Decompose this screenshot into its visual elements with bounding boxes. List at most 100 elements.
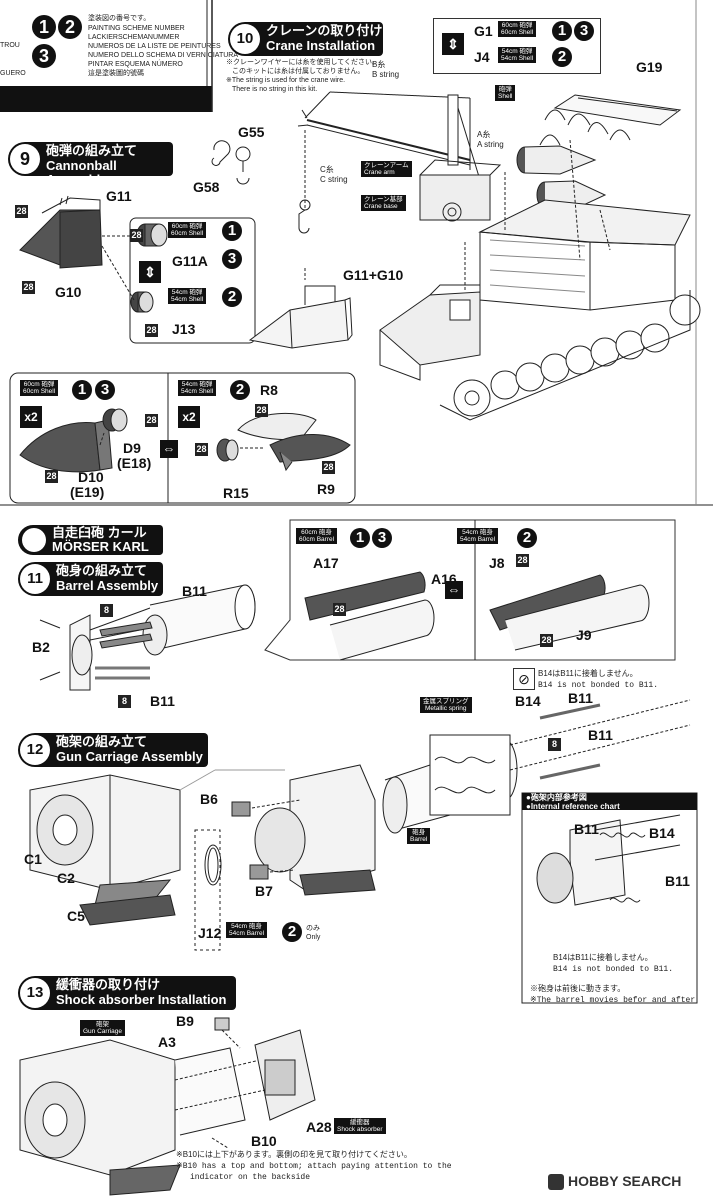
only-en: Only: [306, 934, 321, 941]
step12-title-en: Gun Carriage Assembly: [56, 749, 203, 764]
step10-note2: ※The string is used for the crane wire.: [226, 77, 346, 84]
step12-title-jp: 砲架の組み立て: [56, 734, 148, 749]
label-b9: B9: [176, 1013, 194, 1029]
paint-8-icon: 8: [548, 738, 561, 751]
scheme-line-4: PINTAR ESQUEMA NÚMERO: [88, 61, 183, 68]
b-string-jp: B糸: [372, 60, 386, 69]
paint-28-icon: 28: [322, 461, 335, 474]
scheme-2-icon: 2: [282, 922, 302, 942]
label-j12: J12: [198, 925, 222, 941]
step10-number: 10: [230, 24, 260, 54]
karl-jp: 自走臼砲 カール: [52, 525, 147, 540]
ref-note-en: B14 is not bonded to B11.: [553, 965, 674, 974]
step11-title-jp: 砲身の組み立て: [56, 563, 148, 578]
c-string-jp: C糸: [320, 165, 334, 174]
x2-badge: x2: [20, 406, 42, 428]
step13-title: 13 緩衝器の取り付け Shock absorber Installation: [18, 976, 236, 1010]
paint-28-icon: 28: [45, 470, 58, 483]
scheme-3-icon: 3: [222, 249, 242, 269]
label-d9: D9: [123, 440, 141, 456]
scheme-line-2: NUMEROS DE LA LISTE DE PEINTURES: [88, 43, 221, 50]
label-c5: C5: [67, 908, 85, 924]
paint-8-icon: 8: [118, 695, 131, 708]
label-a28: A28: [306, 1119, 332, 1135]
scheme-line-5: 這是塗裝圖的號碼: [88, 70, 144, 77]
label-a3: A3: [158, 1034, 176, 1050]
label-b11-r2: B11: [588, 727, 613, 743]
left-cut-text-0: TROU: [0, 42, 20, 49]
label-j13: J13: [172, 321, 196, 337]
label-g11-g10: G11+G10: [343, 267, 404, 283]
watermark-logo-icon: [548, 1174, 564, 1191]
label-b11-bottom: B11: [150, 693, 175, 709]
scheme-2-icon: 2: [517, 528, 537, 548]
moves-en: ※The barrel movies befor and after: [530, 996, 696, 1005]
left-cut-text-1: GUERO: [0, 70, 26, 77]
paint-28-icon: 28: [130, 229, 143, 242]
b14-note-jp: B14はB11に接着しません。: [538, 669, 638, 678]
step12-number: 12: [20, 735, 50, 765]
label-r9: R9: [317, 481, 335, 497]
hexagon-icon: [22, 528, 46, 552]
paint-28-icon: 28: [255, 404, 268, 417]
hobby-search-watermark: HOBBY SEARCH: [548, 1173, 681, 1191]
step11-number: 11: [20, 564, 50, 594]
label-j9: J9: [576, 627, 592, 643]
step10-note1: ※クレーンワイヤーには糸を使用してください。: [226, 59, 380, 66]
b14-note-en: B14 is not bonded to B11.: [538, 681, 659, 690]
label-g58: G58: [193, 179, 220, 195]
label-b7: B7: [255, 883, 273, 899]
b10-note-jp: ※B10には上下があります。裏側の印を見て取り付けてください。: [176, 1150, 412, 1159]
scheme-jp: 塗装図の番号です。: [88, 15, 151, 22]
label-b11-top: B11: [182, 583, 207, 599]
step9-title-jp: 砲弾の組み立て: [46, 143, 138, 158]
label-g11: G11: [106, 188, 132, 204]
swap-arrows-icon: ⇕: [139, 261, 161, 283]
paint-28-icon: 28: [540, 634, 553, 647]
step10-title: 10 クレーンの取り付け Crane Installation: [228, 22, 383, 56]
scheme-2-icon: 2: [222, 287, 242, 307]
scheme-3-icon: 3: [574, 21, 594, 41]
g1-j4-box: [433, 18, 601, 74]
paint-8-icon: 8: [100, 604, 113, 617]
scheme-3-icon: 3: [95, 380, 115, 400]
scheme-1-icon: 1: [72, 380, 92, 400]
a-string-jp: A糸: [477, 130, 491, 139]
paint-28-icon: 28: [15, 205, 28, 218]
scheme-line-1: LACKIERSCHEMANUMMER: [88, 34, 180, 41]
scheme-line-0: PAINTING SCHEME NUMBER: [88, 25, 185, 32]
step9-title: 9 砲弾の組み立て Cannonball Assembly: [8, 142, 173, 187]
ref-note-jp: B14はB11に接着しません。: [553, 953, 653, 962]
step9-title-en: Cannonball Assembly: [46, 158, 117, 187]
label-r8: R8: [260, 382, 278, 398]
paint-28-icon: 28: [145, 414, 158, 427]
swap-arrows-icon: ⇔: [160, 440, 178, 458]
scheme-line-3: NUMERO DELLO SCHEMA DI VERNICIATURA: [88, 52, 239, 59]
label-e19: (E19): [70, 484, 105, 500]
label-g19: G19: [636, 59, 663, 75]
step10-title-jp: クレーンの取り付け: [266, 23, 383, 38]
a-string-en: A string: [477, 140, 504, 149]
karl-en: MÖRSER KARL: [52, 539, 149, 554]
label-b11-r1: B11: [568, 690, 593, 706]
label-g1: G1: [474, 23, 493, 39]
label-r15: R15: [223, 485, 249, 501]
label-b2: B2: [32, 639, 50, 655]
label-b14: B14: [515, 693, 541, 709]
scheme-1-icon: 1: [552, 21, 572, 41]
step12-title: 12 砲架の組み立て Gun Carriage Assembly: [18, 733, 208, 767]
scheme-2-icon: 2: [552, 47, 572, 67]
